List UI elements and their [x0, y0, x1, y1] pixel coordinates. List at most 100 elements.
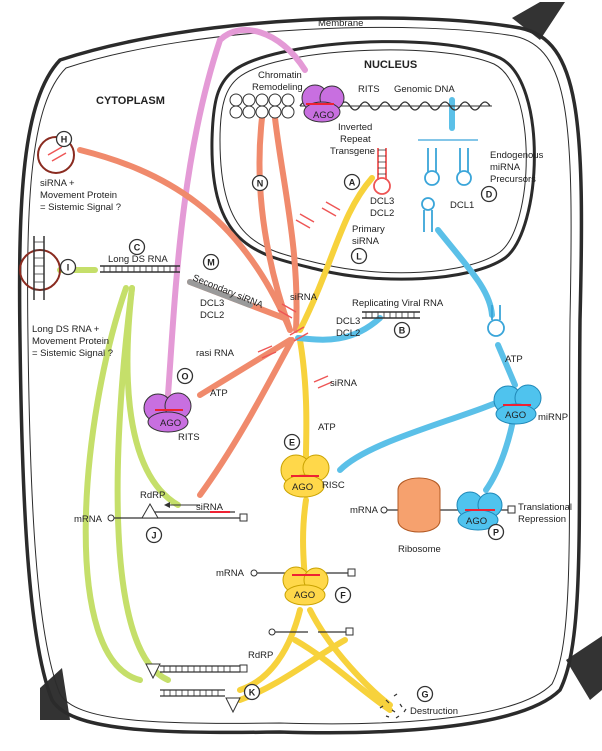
dcl2-b-label: DCL2 — [200, 310, 224, 321]
green-path-lower — [124, 285, 181, 508]
green-path-left — [82, 285, 143, 683]
repeat-label: Repeat — [340, 134, 371, 145]
i-line2: Movement Protein — [32, 336, 109, 347]
marker-h: H — [55, 130, 73, 148]
ago-label-nucleus: AGO — [313, 110, 334, 121]
salmon-path-j — [197, 337, 295, 498]
svg-text:C: C — [134, 243, 141, 253]
step-markers: A B C D E F G H I J K L M N O P — [55, 130, 505, 703]
marker-m: M — [202, 253, 220, 271]
svg-text:B: B — [399, 326, 406, 336]
pathways — [57, 27, 518, 713]
dcl2-c-label: DCL2 — [336, 328, 360, 339]
blue-path-d — [435, 227, 495, 318]
rdrp-k-label: RdRP — [248, 650, 273, 661]
atp-o-label: ATP — [210, 388, 228, 399]
h-vesicle — [37, 136, 75, 174]
gray-path-m — [187, 279, 253, 308]
rdrp-dsrna-k — [145, 663, 248, 714]
mrna-p-label: mRNA — [350, 505, 379, 516]
cell-membrane — [17, 16, 584, 735]
ago-label-risc: AGO — [292, 482, 313, 493]
replicating-label: Replicating Viral RNA — [352, 298, 444, 309]
transgene-label: Transgene — [330, 146, 375, 157]
i-vesicle — [19, 236, 61, 300]
rits-complex-cytoplasm: AGO — [143, 392, 192, 433]
mirna-precursors — [418, 139, 505, 337]
blue-path-viral — [295, 315, 383, 343]
salmon-path-n2 — [272, 115, 300, 333]
mirnp-label: miRNP — [538, 412, 568, 423]
chromatin-label: Chromatin — [258, 70, 302, 81]
rits-bottom-label: RITS — [178, 432, 200, 443]
mirnp-complex: AGO — [493, 384, 542, 425]
long-ds-rna — [100, 265, 180, 273]
marker-e: E — [283, 433, 301, 451]
primary-label: Primary — [352, 224, 385, 235]
marker-k: K — [243, 683, 261, 701]
sirna-j-label: siRNA — [196, 502, 224, 513]
svg-text:O: O — [181, 372, 188, 382]
cytoplasm-label: CYTOPLASM — [96, 95, 165, 107]
yellow-path-e — [297, 337, 310, 473]
rasi-label: rasi RNA — [196, 348, 235, 359]
destruction-fragments — [379, 693, 407, 719]
risc-complex: AGO — [280, 454, 330, 498]
svg-text:J: J — [151, 531, 156, 541]
i-line3: = Sistemic Signal ? — [32, 348, 113, 359]
blue-path-risc — [337, 392, 518, 473]
dcl1-label: DCL1 — [450, 200, 474, 211]
rdrp-j-label: RdRP — [140, 490, 165, 501]
svg-text:I: I — [67, 263, 70, 273]
pink-path — [165, 27, 308, 398]
rits-complex-nucleus: AGO — [301, 84, 345, 123]
salmon-path-o — [197, 337, 293, 398]
marker-d: D — [480, 185, 498, 203]
svg-text:L: L — [356, 252, 362, 262]
marker-i: I — [59, 258, 77, 276]
ago-label-f: AGO — [294, 590, 315, 601]
rits-top-label: RITS — [358, 84, 380, 95]
risc-label: RISC — [322, 480, 345, 491]
cleaved-mrna — [268, 627, 354, 636]
dcl3-a-label: DCL3 — [370, 196, 394, 207]
svg-text:F: F — [340, 591, 346, 601]
mrna-f-label: mRNA — [216, 568, 245, 579]
svg-text:G: G — [421, 690, 428, 700]
translational-repression: AGO — [380, 477, 516, 533]
long-ds-label: Long DS RNA — [108, 254, 168, 265]
marker-a: A — [343, 173, 361, 191]
ago-label-p: AGO — [466, 516, 487, 527]
h-line1: siRNA + — [40, 178, 75, 189]
repression-label: Repression — [518, 514, 566, 525]
nucleus-envelope-inner — [219, 49, 527, 274]
marker-n: N — [251, 174, 269, 192]
ribosome-label: Ribosome — [398, 544, 441, 555]
yellow-path-g3 — [292, 637, 393, 713]
membrane-label: Membrane — [318, 18, 363, 29]
salmon-path-n1 — [256, 115, 293, 333]
sirna-center-label: siRNA — [290, 292, 318, 303]
yellow-path-g2 — [307, 607, 393, 708]
marker-b: B — [393, 321, 411, 339]
marker-j: J — [145, 526, 163, 544]
sirna-right-label: siRNA — [330, 378, 358, 389]
atp-e-label: ATP — [318, 422, 336, 433]
ago-label-rits: AGO — [160, 418, 181, 429]
marker-l: L — [350, 247, 368, 265]
yellow-path-l — [297, 175, 375, 333]
svg-text:A: A — [349, 178, 356, 188]
svg-text:P: P — [493, 528, 499, 538]
i-line1: Long DS RNA + — [32, 324, 100, 335]
nucleus-envelope — [210, 40, 536, 281]
sirna-duplexes — [47, 146, 341, 389]
inverted-repeat-hairpin — [373, 148, 391, 195]
nucleus-label: NUCLEUS — [364, 59, 417, 71]
salmon-path-h — [77, 147, 293, 333]
svg-text:M: M — [207, 258, 215, 268]
precursors-label: Precursors — [490, 174, 536, 185]
dcl2-a-label: DCL2 — [370, 208, 394, 219]
inverted-label: Inverted — [338, 122, 372, 133]
